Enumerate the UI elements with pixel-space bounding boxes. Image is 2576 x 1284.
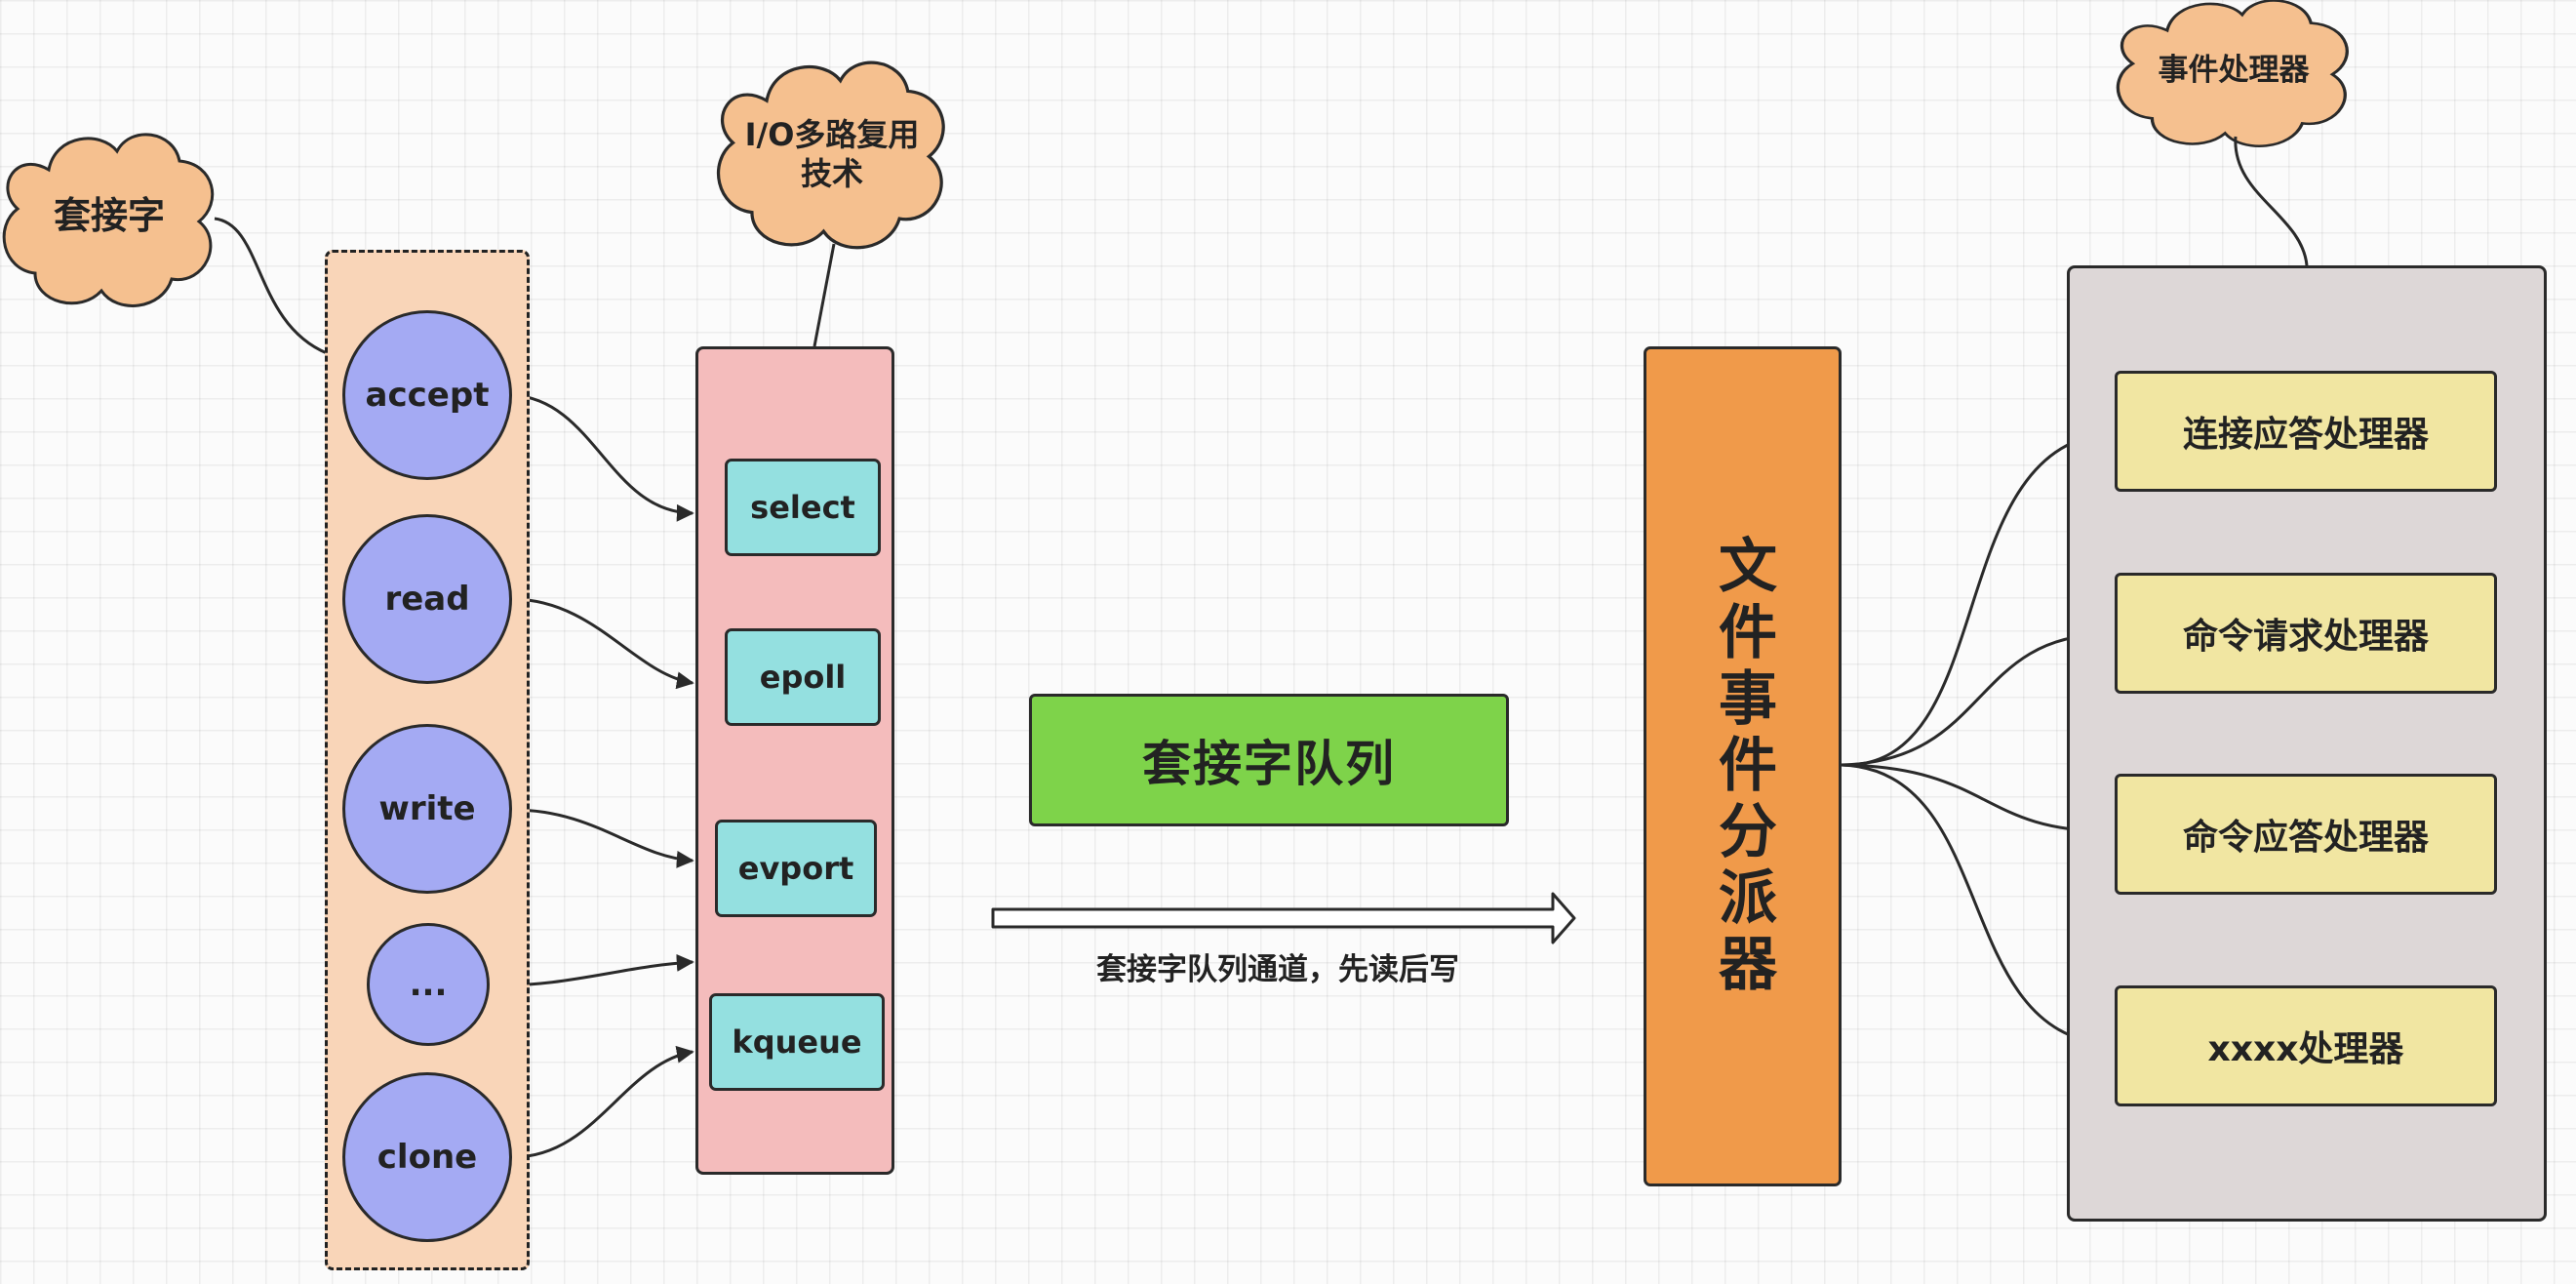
cloud-io-mux-text-line2: 技术 — [800, 155, 863, 192]
arrow-read-to-mux — [512, 597, 694, 690]
socket-event-write: write — [342, 724, 512, 894]
socket-event-read: read — [342, 514, 512, 684]
cloud-io-mux-connector — [812, 243, 836, 347]
handler-command-request: 命令请求处理器 — [2115, 573, 2497, 694]
handler-label: xxxx处理器 — [2207, 1029, 2404, 1069]
io-mux-method-label: select — [750, 489, 855, 526]
socket-queue-label: 套接字队列 — [1142, 736, 1396, 792]
io-mux-epoll: epoll — [725, 628, 881, 726]
cloud-event-handler-text: 事件处理器 — [2158, 52, 2310, 88]
io-mux-kqueue: kqueue — [709, 993, 885, 1091]
io-mux-method-label: epoll — [759, 659, 847, 696]
handler-xxxx: xxxx处理器 — [2115, 985, 2497, 1106]
arrow-dispatcher-to-handler-4 — [1841, 763, 2111, 1052]
socket-event-clone: clone — [342, 1072, 512, 1242]
arrow-clone-to-mux — [512, 1045, 694, 1159]
handler-label: 连接应答处理器 — [2182, 415, 2429, 455]
cloud-socket-text: 套接字 — [53, 194, 165, 238]
socket-event-accept: accept — [342, 310, 512, 480]
socket-event-label: ... — [409, 965, 448, 1004]
channel-label-text: 套接字队列通道，先读后写 — [1096, 951, 1459, 987]
cloud-event-handler-connector — [2234, 136, 2309, 266]
cloud-socket-icon — [2, 133, 215, 307]
socket-queue-channel-label: 套接字队列通道，先读后写 — [1034, 942, 1522, 990]
arrow-dispatcher-to-handler-2 — [1841, 625, 2111, 767]
hollow-arrow-icon — [991, 892, 1576, 944]
cloud-socket-label: 套接字 — [21, 185, 197, 248]
socket-event-label: read — [384, 580, 470, 619]
file-event-dispatcher: 文件事件分派器 — [1644, 346, 1842, 1186]
handler-label: 命令应答处理器 — [2182, 818, 2429, 858]
io-mux-method-label: kqueue — [732, 1023, 862, 1061]
cloud-io-mux-label: I/O多路复用 技术 — [730, 105, 934, 203]
cloud-io-mux-text-line1: I/O多路复用 — [744, 116, 920, 153]
io-mux-select: select — [725, 459, 881, 556]
arrow-write-to-mux — [512, 808, 694, 868]
handler-connect-accept: 连接应答处理器 — [2115, 371, 2497, 492]
socket-queue-box: 套接字队列 — [1029, 694, 1509, 826]
dispatcher-label: 文件事件分派器 — [1708, 534, 1777, 999]
socket-event-label: write — [378, 789, 476, 828]
socket-event-label: clone — [376, 1138, 478, 1177]
arrow-accept-to-mux — [512, 393, 694, 522]
cloud-io-mux-icon — [716, 60, 945, 250]
cloud-event-handler-label: 事件处理器 — [2126, 43, 2341, 98]
arrow-dispatcher-to-handler-3 — [1841, 763, 2111, 840]
arrow-dispatcher-to-handler-1 — [1841, 425, 2111, 767]
cloud-socket-connector — [214, 217, 328, 355]
handler-command-reply: 命令应答处理器 — [2115, 774, 2497, 895]
socket-event-label: accept — [365, 376, 490, 415]
handler-label: 命令请求处理器 — [2182, 617, 2429, 657]
socket-event-ellipsis: ... — [367, 923, 490, 1046]
io-mux-method-label: evport — [737, 850, 854, 887]
io-mux-evport: evport — [715, 820, 877, 917]
cloud-event-handler-icon — [2116, 0, 2349, 147]
